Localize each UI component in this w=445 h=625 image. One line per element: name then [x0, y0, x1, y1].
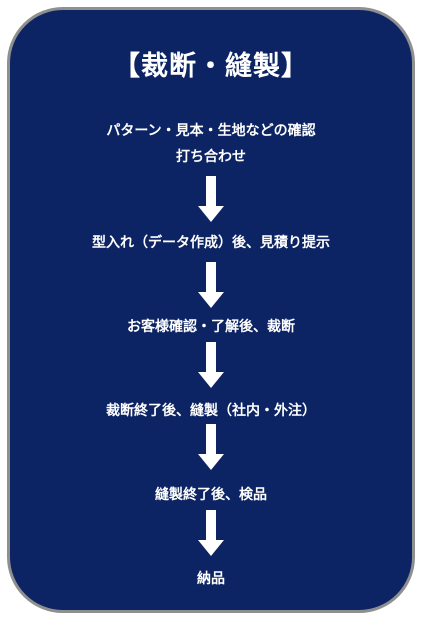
step-6-line-1: 納品 [197, 571, 225, 587]
step-2-marker-quote: 型入れ（データ作成）後、見積り提示 [10, 230, 412, 256]
step-5-inspection: 縫製終了後、検品 [10, 482, 412, 508]
process-flow-card: 【裁断・縫製】 パターン・見本・生地などの確認 打ち合わせ 型入れ（データ作成）… [7, 7, 415, 613]
step-1-line-2: 打ち合わせ [176, 149, 246, 165]
step-2-line-1: 型入れ（データ作成）後、見積り提示 [92, 235, 330, 251]
step-3-approval-cutting: お客様確認・了解後、裁断 [10, 314, 412, 340]
down-arrow-icon [198, 342, 224, 388]
step-1-line-1: パターン・見本・生地などの確認 [106, 123, 316, 139]
step-1-confirm-meeting: パターン・見本・生地などの確認 打ち合わせ [10, 118, 412, 170]
down-arrow-icon [198, 176, 224, 222]
down-arrow-icon [198, 424, 224, 470]
diagram-title: 【裁断・縫製】 [113, 51, 309, 82]
down-arrow-icon [198, 262, 224, 308]
step-5-line-1: 縫製終了後、検品 [155, 487, 267, 503]
step-6-delivery: 納品 [10, 566, 412, 592]
step-4-sewing: 裁断終了後、縫製（社内・外注） [10, 398, 412, 424]
step-3-line-1: お客様確認・了解後、裁断 [127, 319, 295, 335]
down-arrow-icon [198, 510, 224, 556]
step-4-line-1: 裁断終了後、縫製（社内・外注） [106, 403, 316, 419]
